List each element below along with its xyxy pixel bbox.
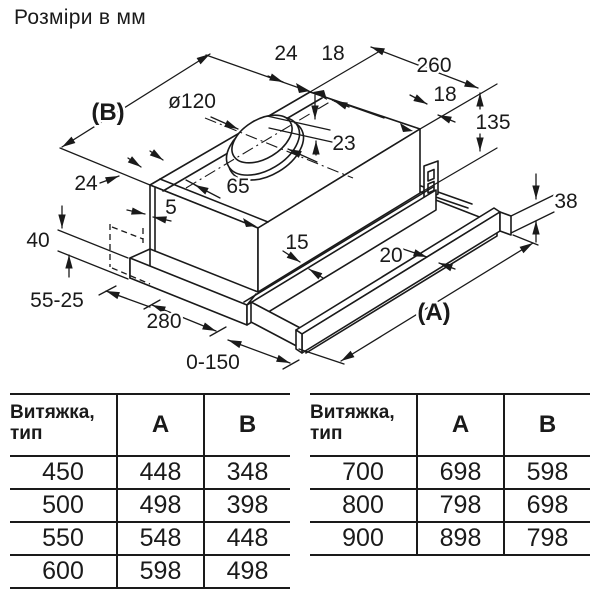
table-cell: 600 [10, 554, 116, 587]
table-cell: 448 [116, 455, 203, 488]
dim-label-135: 135 [475, 111, 510, 134]
table-cell: 448 [203, 521, 290, 554]
dim-label-15: 15 [285, 231, 308, 254]
dim-label-24-top: 24 [274, 42, 298, 65]
dim-label-18-top: 18 [321, 42, 344, 65]
ref-label-a: (A) [417, 299, 450, 326]
dim-label-260: 260 [416, 54, 451, 77]
table-cell: 800 [310, 488, 416, 521]
table-cell: 348 [203, 455, 290, 488]
dim-label-20: 20 [379, 244, 402, 267]
table-cell: 550 [10, 521, 116, 554]
hood-body-outline [129, 91, 512, 354]
table-cell: 700 [310, 455, 416, 488]
dim-label-5: 5 [165, 196, 177, 219]
table-cell: 598 [116, 554, 203, 587]
table-cell: 698 [503, 488, 590, 521]
table-header-a: A [416, 395, 503, 455]
dim-label-40: 40 [26, 229, 49, 252]
page-title: Розміри в мм [14, 6, 146, 29]
dim-label-55-25: 55-25 [30, 289, 84, 312]
table-cell: 900 [310, 521, 416, 554]
dim-label-38: 38 [554, 190, 577, 213]
dimension-labels: (B) (A) 24 18 260 18 135 ø120 23 65 24 5… [24, 40, 580, 377]
table-header-b: B [503, 395, 590, 455]
dim-label-280: 280 [146, 310, 181, 333]
dim-label-dia120: ø120 [168, 90, 216, 113]
table-cell: 798 [416, 488, 503, 521]
table-cell: 498 [203, 554, 290, 587]
dim-label-24-left: 24 [74, 172, 98, 195]
table-cell: 898 [416, 521, 503, 554]
table-cell: 598 [503, 455, 590, 488]
dimension-lines [57, 46, 555, 370]
table-header-type: Витяжка, тип [310, 402, 395, 444]
table-cell: 548 [116, 521, 203, 554]
table-cell: 398 [203, 488, 290, 521]
dimension-table-right: Витяжка, тип A B 700 698 598 800 798 698… [310, 393, 590, 556]
dim-label-18-right: 18 [433, 83, 456, 106]
dimension-table-left: Витяжка, тип A B 450 448 348 500 498 398… [10, 393, 290, 589]
corner-arrows [243, 83, 413, 227]
hood-dimension-drawing: (B) (A) 24 18 260 18 135 ø120 23 65 24 5… [24, 40, 580, 377]
dim-label-23: 23 [332, 132, 355, 155]
table-cell: 698 [416, 455, 503, 488]
table-cell: 498 [116, 488, 203, 521]
ref-label-b: (B) [91, 99, 124, 126]
table-cell: 450 [10, 455, 116, 488]
table-header-a: A [116, 395, 203, 455]
table-cell: 798 [503, 521, 590, 554]
dim-label-0-150: 0-150 [186, 351, 240, 374]
table-header-b: B [203, 395, 290, 455]
table-cell: 500 [10, 488, 116, 521]
dim-label-65: 65 [226, 175, 249, 198]
table-header-type: Витяжка, тип [10, 402, 95, 444]
hidden-cabinet-lines [109, 224, 151, 285]
